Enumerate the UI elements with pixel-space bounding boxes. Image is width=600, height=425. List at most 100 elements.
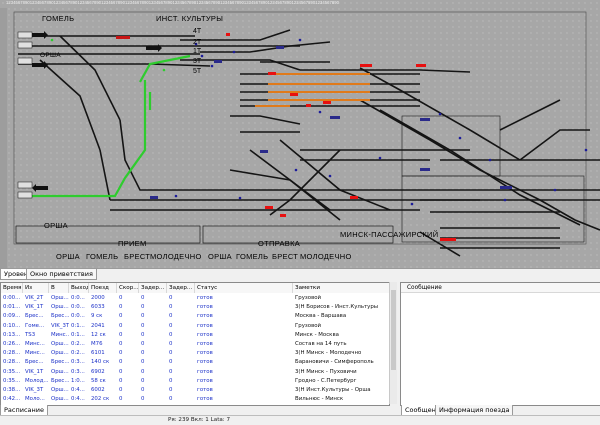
otpravka-dir-brest[interactable]: БРЕСТ [272, 252, 299, 261]
table-cell: 0:0... [71, 295, 85, 301]
column-header[interactable]: Заметки [293, 283, 389, 293]
column-header[interactable]: Поезд [89, 283, 117, 293]
table-cell: 0 [169, 350, 173, 357]
table-cell: 0:28... [3, 359, 21, 366]
message-column-header[interactable]: Сообщение [401, 283, 600, 293]
schedule-scrollbar[interactable] [389, 282, 397, 404]
table-cell: Брес... [51, 313, 69, 320]
table-cell: Брес... [51, 359, 69, 366]
label-minsk-pass: МИНСК-ПАССАЖИРСКИЙ [340, 230, 439, 239]
table-cell: Грузовой [295, 322, 322, 329]
table-cell: 3(Н Минск - Молодечно [295, 350, 362, 357]
priem-dir-brest[interactable]: БРЕСТ [124, 252, 151, 261]
table-cell: 0 [169, 368, 173, 375]
priem-dir-gomel[interactable]: ГОМЕЛЬ [86, 252, 119, 261]
table-cell: 0:01... [3, 304, 21, 311]
table-cell: 6002 [91, 387, 105, 393]
table-cell: 0 [141, 377, 145, 384]
column-header[interactable]: Время... [1, 283, 23, 293]
table-cell: 0 [169, 322, 173, 329]
table-cell: 0 [141, 331, 145, 338]
table-cell: 0:26... [3, 341, 21, 347]
table-cell: готов [197, 396, 213, 403]
table-cell: готов [197, 350, 213, 357]
table-cell: 1:0... [71, 377, 85, 384]
table-cell: 0:10... [3, 322, 21, 329]
label-orsha-bottom: ОРША [44, 221, 68, 230]
table-cell: 6902 [91, 368, 105, 375]
table-cell: 0 [169, 377, 173, 384]
table-cell: 0:2... [71, 341, 85, 347]
table-cell: Вильнюс - Минск [295, 396, 344, 403]
message-panel: Сообщение [400, 282, 600, 406]
table-cell: 2000 [91, 295, 105, 301]
otpravka-dir-molodechno[interactable]: МОЛОДЕЧНО [300, 252, 352, 261]
table-cell: 2041 [91, 322, 105, 329]
table-cell: Орш... [51, 304, 69, 311]
table-cell: готов [197, 304, 213, 311]
track-5t: 5Т [193, 68, 202, 75]
table-cell: 0 [119, 341, 123, 347]
table-cell: 0 [119, 304, 123, 311]
table-cell: 0:09... [3, 313, 21, 320]
table-cell: 0:3... [71, 368, 85, 375]
label-priem: ПРИЕМ [118, 239, 147, 248]
column-header[interactable]: Статус [195, 283, 293, 293]
table-cell: Минс... [25, 350, 45, 357]
column-header[interactable]: Задер... [167, 283, 195, 293]
table-cell: 0 [119, 322, 123, 329]
track-3t: 3Т [193, 58, 202, 65]
station-track-schema[interactable]: 1234567890123456789012345678901234567890… [0, 0, 600, 268]
table-cell: 0 [141, 350, 145, 357]
table-cell: 0 [119, 377, 123, 384]
priem-dir-orsha[interactable]: ОРША [56, 252, 80, 261]
table-cell: 0 [119, 359, 123, 366]
table-cell: VIK_3T [25, 387, 44, 393]
table-cell: 0:0... [71, 304, 85, 311]
tab-welcome-window[interactable]: Окно приветствия [26, 269, 97, 280]
table-cell: Орш... [51, 396, 69, 403]
table-cell: 6101 [91, 350, 105, 357]
table-cell: Барановичи - Симферополь [295, 359, 374, 366]
column-header[interactable]: В [49, 283, 69, 293]
table-cell: 140 ск [91, 359, 110, 366]
column-header[interactable]: Задер... [139, 283, 167, 293]
label-gomel: ГОМЕЛЬ [42, 14, 75, 23]
table-cell: 0 [169, 396, 173, 403]
table-cell: 0 [141, 295, 145, 301]
scrollbar-thumb[interactable] [391, 290, 396, 370]
table-cell: 0 [119, 313, 123, 320]
table-cell: 0:3... [71, 359, 85, 366]
table-cell: 0 [141, 387, 145, 393]
status-bar: Ря: 239 Вкл: 1 Lata: 7 [0, 415, 600, 425]
label-otpravka: ОТПРАВКА [258, 239, 301, 248]
column-header[interactable]: Из [23, 283, 49, 293]
otpravka-dir-gomel[interactable]: ГОМЕЛЬ [236, 252, 269, 261]
table-cell: 0:0... [71, 313, 85, 320]
table-cell: готов [197, 368, 213, 375]
table-cell: 0 [141, 396, 145, 403]
column-header[interactable]: Выход [69, 283, 89, 293]
column-header[interactable]: Скор... [117, 283, 139, 293]
table-cell: 0 [141, 313, 145, 320]
table-cell: Минс... [25, 341, 45, 347]
table-cell: 0 [119, 350, 123, 357]
table-cell: 0:1... [71, 331, 85, 338]
table-cell: 0 [119, 368, 123, 375]
priem-dir-molodechno[interactable]: МОЛОДЕЧНО [150, 252, 202, 261]
otpravka-dir-orsha[interactable]: ОРША [208, 252, 232, 261]
table-cell: 0:38... [3, 387, 21, 393]
table-cell: 3(Н Инст.Культуры - Орша [295, 387, 371, 393]
